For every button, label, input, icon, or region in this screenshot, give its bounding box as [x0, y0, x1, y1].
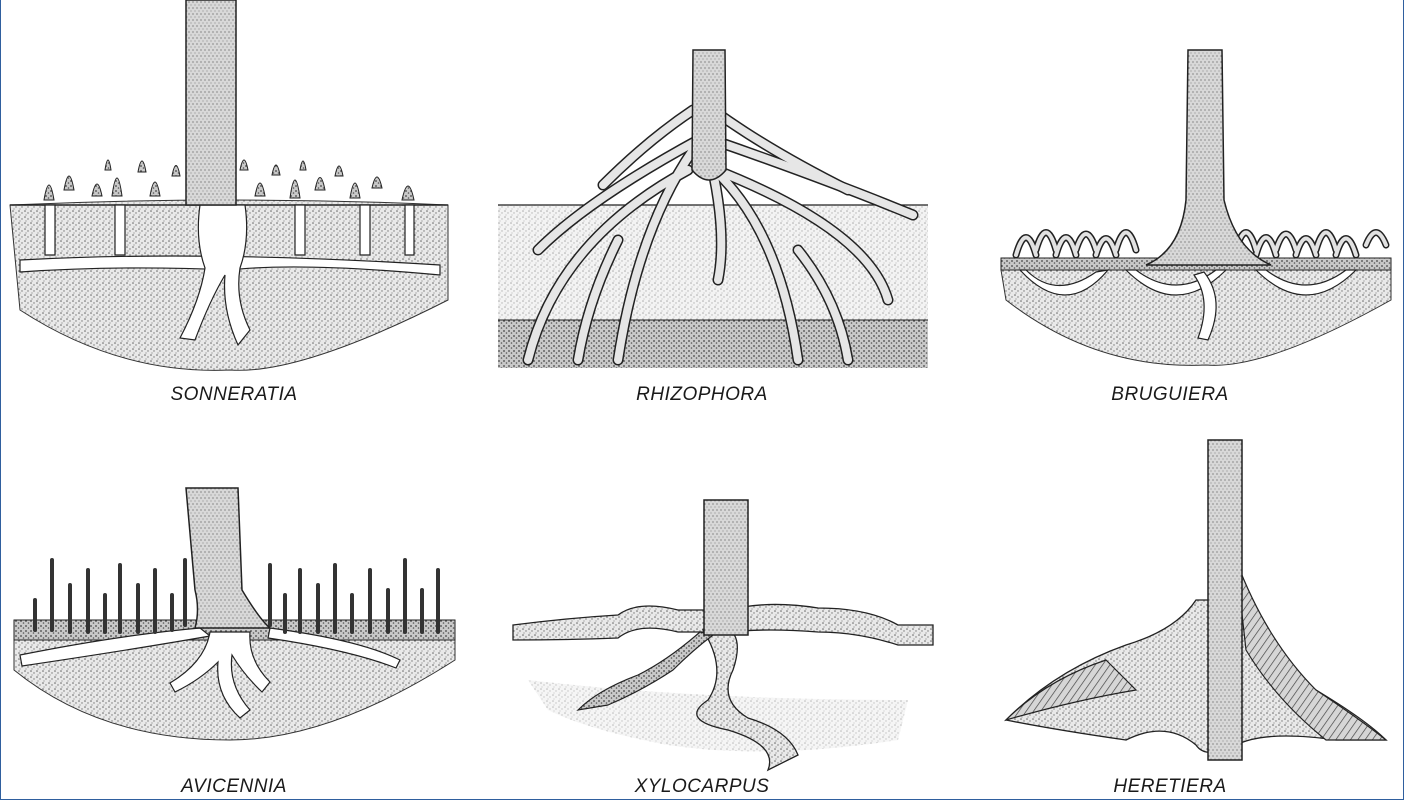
panel-bruguiera: BRUGUIERA	[936, 0, 1404, 400]
panel-heretiera: HERETIERA	[936, 400, 1404, 800]
sonneratia-illustration	[0, 0, 468, 380]
panel-sonneratia: SONNERATIA	[0, 0, 468, 400]
panel-avicennia: AVICENNIA	[0, 400, 468, 800]
caption-xylocarpus: XYLOCARPUS	[468, 776, 936, 798]
heretiera-illustration	[936, 400, 1404, 780]
panel-xylocarpus: XYLOCARPUS	[468, 400, 936, 800]
xylocarpus-illustration	[468, 400, 936, 780]
caption-heretiera: HERETIERA	[936, 776, 1404, 798]
rhizophora-illustration	[468, 0, 936, 380]
caption-avicennia: AVICENNIA	[0, 776, 468, 798]
panel-rhizophora: RHIZOPHORA	[468, 0, 936, 400]
bruguiera-illustration	[936, 0, 1404, 380]
avicennia-illustration	[0, 400, 468, 780]
